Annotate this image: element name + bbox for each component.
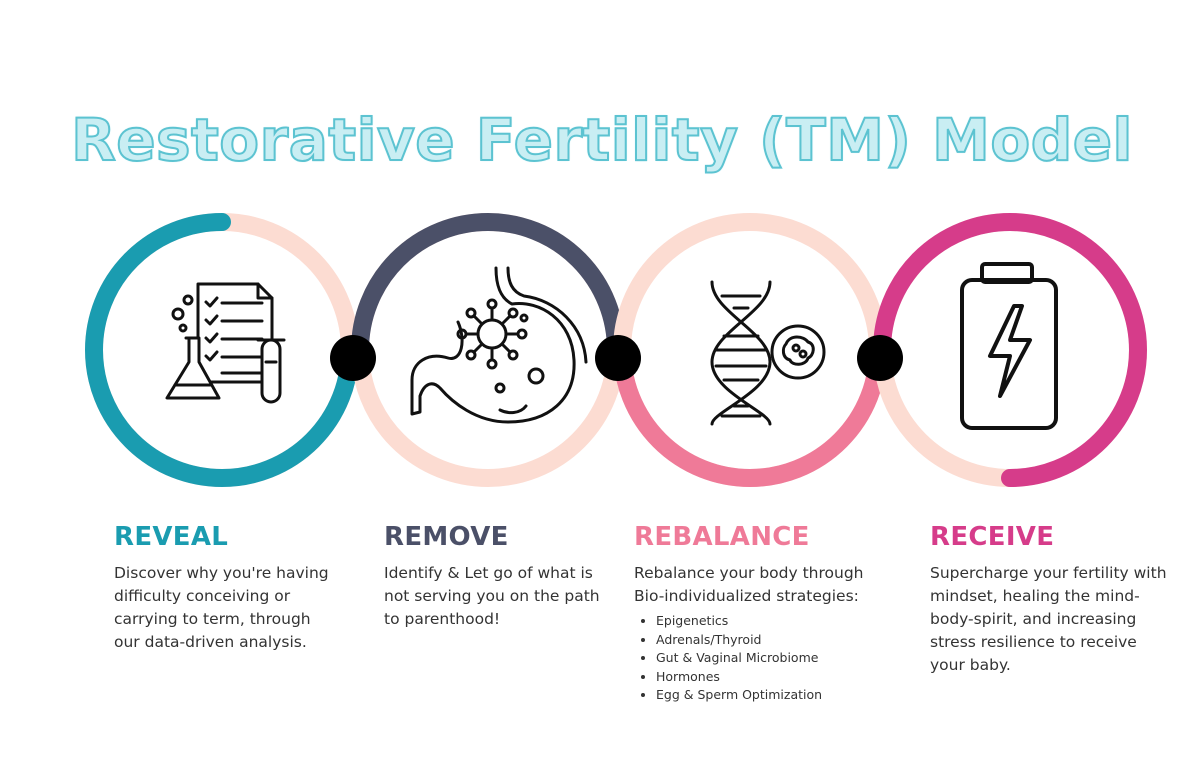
step-description: Rebalance your body through Bio-individu… xyxy=(634,564,864,605)
list-item: Adrenals/Thyroid xyxy=(656,631,884,650)
step-heading: REVEAL xyxy=(114,522,229,552)
strategy-list: Epigenetics Adrenals/Thyroid Gut & Vagin… xyxy=(634,612,884,705)
dna-cell-icon xyxy=(710,280,826,426)
step-remove: REMOVE Identify & Let go of what is not … xyxy=(384,522,614,631)
cycle-rings xyxy=(85,213,1147,487)
diagram-title: Restorative Fertility (TM) Model xyxy=(70,105,1133,175)
step-rebalance: REBALANCE Rebalance your body through Bi… xyxy=(634,522,884,705)
ring-receive xyxy=(873,213,1147,487)
step-heading: REMOVE xyxy=(384,522,509,552)
ring-rebalance-arc xyxy=(613,341,887,487)
stomach-virus-icon xyxy=(410,266,588,424)
step-heading: RECEIVE xyxy=(930,522,1055,552)
lab-report-icon xyxy=(165,282,286,404)
step-receive: RECEIVE Supercharge your fertility with … xyxy=(930,522,1170,677)
ring-remove xyxy=(351,213,625,487)
list-item: Gut & Vaginal Microbiome xyxy=(656,649,884,668)
step-heading: REBALANCE xyxy=(634,522,810,552)
list-item: Hormones xyxy=(656,668,884,687)
ring-remove-arc xyxy=(351,213,625,359)
connector-dot xyxy=(330,335,376,381)
ring-reveal-arc xyxy=(85,213,359,487)
ring-receive-arc xyxy=(873,213,1147,487)
connector-dot xyxy=(595,335,641,381)
step-reveal: REVEAL Discover why you're having diffic… xyxy=(114,522,334,654)
step-description: Discover why you're having difficulty co… xyxy=(114,564,329,651)
ring-reveal xyxy=(85,213,359,487)
connector-dot xyxy=(857,335,903,381)
list-item: Epigenetics xyxy=(656,612,884,631)
step-description: Supercharge your fertility with mindset,… xyxy=(930,564,1167,674)
list-item: Egg & Sperm Optimization xyxy=(656,686,884,705)
step-description: Identify & Let go of what is not serving… xyxy=(384,564,600,628)
battery-charge-icon xyxy=(960,262,1058,430)
